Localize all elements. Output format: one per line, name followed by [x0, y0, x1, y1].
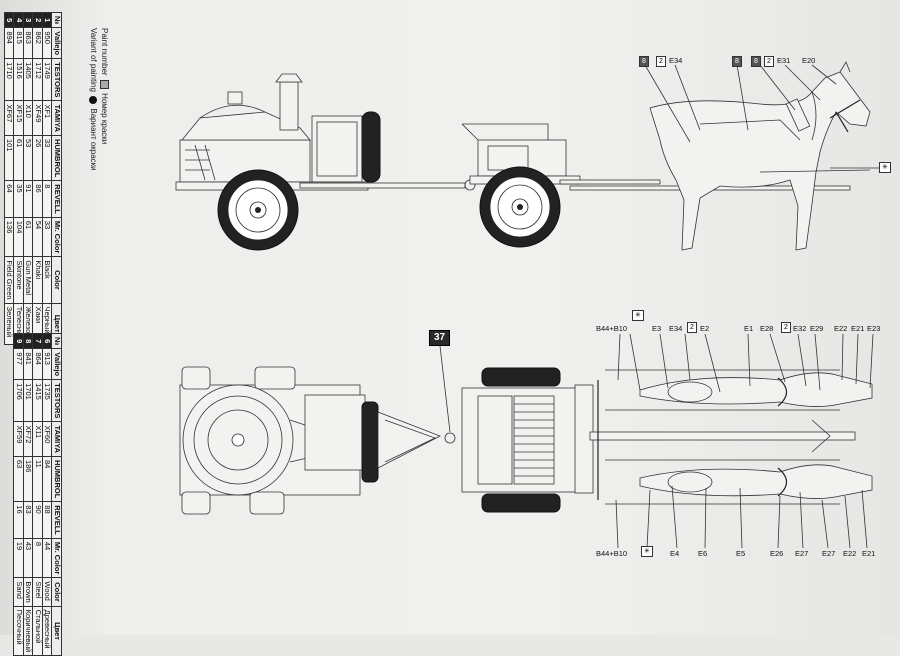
- label-e26: E26: [770, 549, 784, 558]
- star-symbol-icon: ✳: [632, 310, 644, 321]
- top-view-field-kitchen: [179, 366, 456, 515]
- label-e22-top: E22: [834, 324, 848, 333]
- star-symbol-icon: ✳: [879, 162, 891, 173]
- label-e5: E5: [736, 549, 746, 558]
- top-view-horses: [605, 369, 873, 505]
- label-e34: E34: [669, 56, 683, 65]
- side-view-limber: [461, 123, 851, 248]
- label-e31: E31: [777, 56, 791, 65]
- label-e21-top: E21: [851, 324, 865, 333]
- label-b44-b10-bottom: B44+B10: [596, 549, 628, 558]
- assembly-drawing: [175, 61, 880, 549]
- label-b44-b10-top: B44+B10: [596, 324, 628, 333]
- hexagon-paint-tag-icon: 2: [781, 322, 791, 333]
- label-e4: E4: [670, 549, 680, 558]
- side-view-field-kitchen: [175, 73, 476, 251]
- label-e6: E6: [698, 549, 708, 558]
- hexagon-paint-tag-icon: 2: [764, 56, 774, 67]
- label-e28: E28: [760, 324, 774, 333]
- paint-tag-8: 8: [751, 56, 761, 67]
- label-e1: E1: [744, 324, 754, 333]
- hexagon-paint-tag-icon: 2: [656, 56, 666, 67]
- label-e32: E32: [793, 324, 807, 333]
- star-symbol-icon: ✳: [641, 546, 653, 557]
- label-e27-b: E27: [822, 549, 836, 558]
- label-e23: E23: [867, 324, 881, 333]
- label-e21-bottom: E21: [862, 549, 876, 558]
- label-e29: E29: [810, 324, 824, 333]
- label-e27-a: E27: [795, 549, 809, 558]
- paint-tag-8: 8: [732, 56, 742, 67]
- hexagon-paint-tag-icon: 2: [687, 322, 697, 333]
- label-e22-bottom: E22: [843, 549, 857, 558]
- top-view-limber: [461, 367, 856, 513]
- label-e20: E20: [802, 56, 816, 65]
- paint-tag-8: 8: [639, 56, 649, 67]
- side-view-horse: [649, 61, 871, 251]
- step-number-badge: 37: [429, 330, 450, 346]
- label-e34-top: E34: [669, 324, 683, 333]
- label-e3: E3: [652, 324, 662, 333]
- label-e2: E2: [700, 324, 710, 333]
